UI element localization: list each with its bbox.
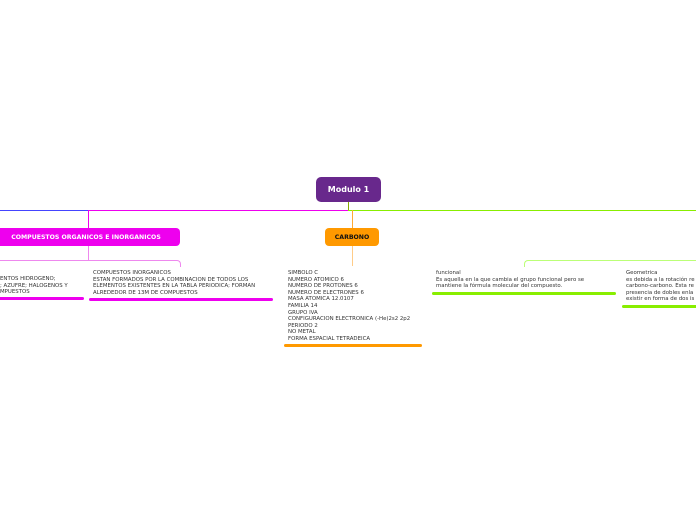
compuestos-node[interactable]: COMPUESTOS ORGANICOS E INORGANICOS xyxy=(0,228,180,246)
carbono-label: CARBONO xyxy=(334,233,370,241)
geometrica-underline xyxy=(622,305,696,308)
connector-compuestos-left xyxy=(0,260,88,261)
connector-root-stem xyxy=(348,202,349,210)
inorganicos-text[interactable]: COMPUESTOS INORGANICOS ESTAN FORMADOS PO… xyxy=(93,270,256,296)
connector-carbono-children xyxy=(352,246,353,266)
connector-green-children xyxy=(524,260,696,267)
compuestos-label: COMPUESTOS ORGANICOS E INORGANICOS xyxy=(11,233,161,241)
inorganicos-underline xyxy=(89,298,273,301)
connector-carbono-down xyxy=(352,210,353,228)
connector-compuestos-down xyxy=(88,210,89,228)
root-node[interactable]: Modulo 1 xyxy=(316,177,381,202)
geometrica-text[interactable]: Geometrica es debida a la rotación re ca… xyxy=(626,270,695,303)
funcional-underline xyxy=(432,292,616,295)
connector-green xyxy=(348,210,696,211)
carbono-node[interactable]: CARBONO xyxy=(325,228,379,246)
organicos-text[interactable]: ENTOS HIDROGENO; ; AZUFRE; HALOGENOS Y M… xyxy=(0,276,68,296)
carbono-text[interactable]: SIMBOLO C NUMERO ATOMICO 6 NUMERO DE PRO… xyxy=(288,270,411,342)
connector-compuestos-children xyxy=(88,246,89,261)
funcional-text[interactable]: funcional Es aquella en la que cambia el… xyxy=(436,270,585,290)
organicos-underline xyxy=(0,297,84,300)
root-label: Modulo 1 xyxy=(327,185,370,194)
connector-compuestos-right xyxy=(88,260,181,267)
connector-compuestos xyxy=(88,210,349,211)
connector-left xyxy=(0,210,88,211)
carbono-underline xyxy=(284,344,422,347)
